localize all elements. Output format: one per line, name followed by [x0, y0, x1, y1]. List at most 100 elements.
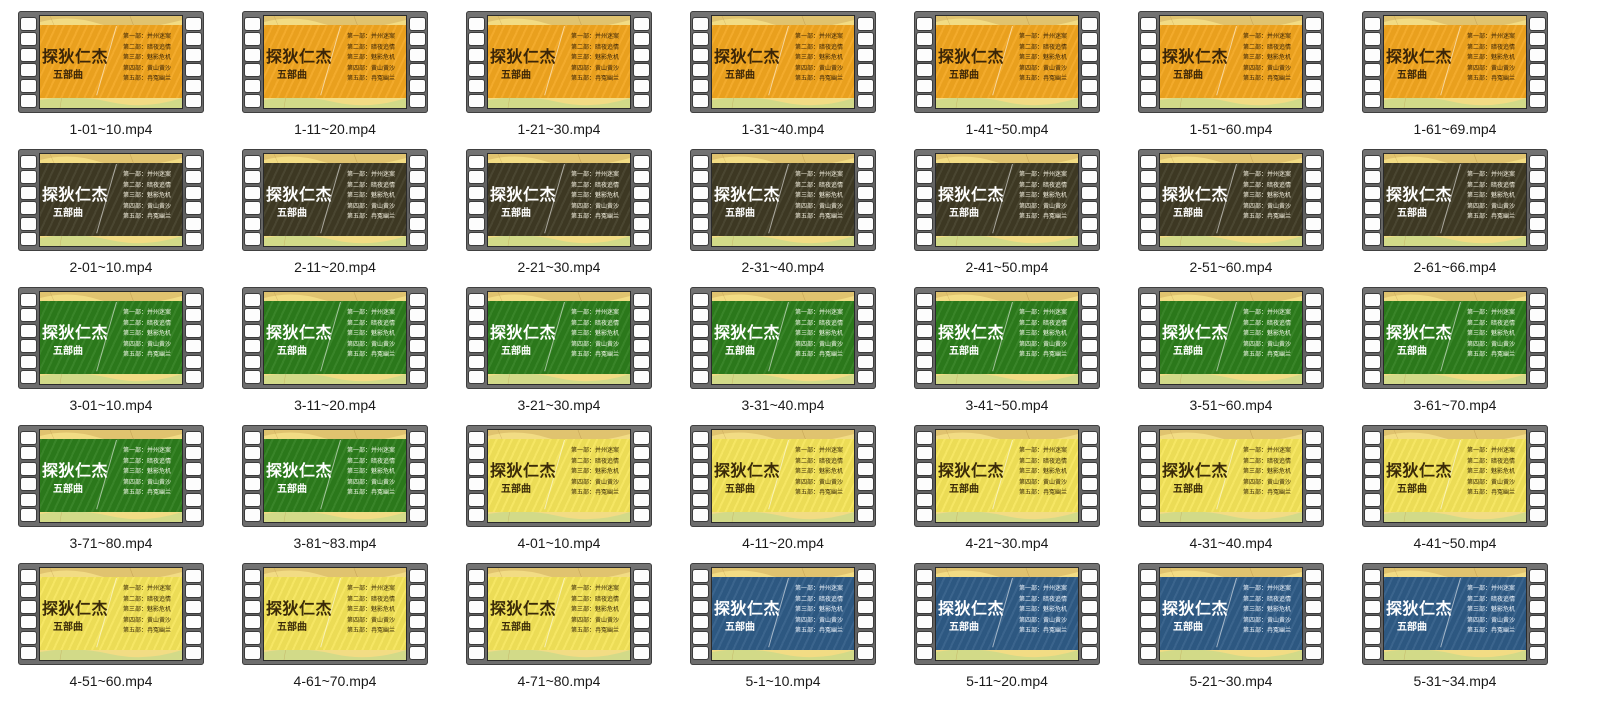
title-band	[488, 577, 630, 650]
part-line: 第三部：魅影危机	[1467, 606, 1516, 613]
video-file-item[interactable]: 探狄仁杰 五部曲 第一部：并州迷案 第二部：暗夜追情 第三部：魅影危机 第四部：…	[466, 8, 690, 146]
file-name-label[interactable]: 1-61~69.mp4	[1413, 121, 1497, 137]
video-file-item[interactable]: 探狄仁杰 五部曲 第一部：并州迷案 第二部：暗夜追情 第三部：魅影危机 第四部：…	[466, 422, 690, 560]
video-file-item[interactable]: 探狄仁杰 五部曲 第一部：并州迷案 第二部：暗夜追情 第三部：魅影危机 第四部：…	[242, 560, 466, 698]
file-name-label[interactable]: 4-31~40.mp4	[1189, 535, 1273, 551]
video-thumbnail: 探狄仁杰 五部曲 第一部：并州迷案 第二部：暗夜追情 第三部：魅影危机 第四部：…	[1362, 287, 1548, 389]
thumbnail-frame: 探狄仁杰 五部曲 第一部：并州迷案 第二部：暗夜追情 第三部：魅影危机 第四部：…	[264, 568, 406, 660]
file-name-label[interactable]: 1-41~50.mp4	[965, 121, 1049, 137]
video-file-item[interactable]: 探狄仁杰 五部曲 第一部：并州迷案 第二部：暗夜追情 第三部：魅影危机 第四部：…	[1138, 422, 1362, 560]
video-file-item[interactable]: 探狄仁杰 五部曲 第一部：并州迷案 第二部：暗夜追情 第三部：魅影危机 第四部：…	[18, 146, 242, 284]
file-name-label[interactable]: 4-51~60.mp4	[69, 673, 153, 689]
file-name-label[interactable]: 4-01~10.mp4	[517, 535, 601, 551]
thumbnail-frame: 探狄仁杰 五部曲 第一部：并州迷案 第二部：暗夜追情 第三部：魅影危机 第四部：…	[1384, 430, 1526, 522]
file-name-label[interactable]: 4-41~50.mp4	[1413, 535, 1497, 551]
video-file-item[interactable]: 探狄仁杰 五部曲 第一部：并州迷案 第二部：暗夜追情 第三部：魅影危机 第四部：…	[914, 284, 1138, 422]
file-name-label[interactable]: 3-61~70.mp4	[1413, 397, 1497, 413]
part-line: 第一部：并州迷案	[1467, 33, 1516, 40]
video-file-item[interactable]: 探狄仁杰 五部曲 第一部：并州迷案 第二部：暗夜追情 第三部：魅影危机 第四部：…	[242, 8, 466, 146]
film-strip-right	[410, 570, 425, 659]
part-line: 第四部：黄山黄沙	[1243, 478, 1292, 486]
video-file-item[interactable]: 探狄仁杰 五部曲 第一部：并州迷案 第二部：暗夜追情 第三部：魅影危机 第四部：…	[914, 422, 1138, 560]
title-band	[40, 439, 182, 512]
video-file-item[interactable]: 探狄仁杰 五部曲 第一部：并州迷案 第二部：暗夜追情 第三部：魅影危机 第四部：…	[466, 146, 690, 284]
video-file-item[interactable]: 探狄仁杰 五部曲 第一部：并州迷案 第二部：暗夜追情 第三部：魅影危机 第四部：…	[18, 560, 242, 698]
file-name-label[interactable]: 2-51~60.mp4	[1189, 259, 1273, 275]
video-file-item[interactable]: 探狄仁杰 五部曲 第一部：并州迷案 第二部：暗夜追情 第三部：魅影危机 第四部：…	[466, 284, 690, 422]
video-file-item[interactable]: 探狄仁杰 五部曲 第一部：并州迷案 第二部：暗夜追情 第三部：魅影危机 第四部：…	[1138, 284, 1362, 422]
video-file-item[interactable]: 探狄仁杰 五部曲 第一部：并州迷案 第二部：暗夜追情 第三部：魅影危机 第四部：…	[1138, 146, 1362, 284]
video-file-item[interactable]: 探狄仁杰 五部曲 第一部：并州迷案 第二部：暗夜追情 第三部：魅影危机 第四部：…	[690, 146, 914, 284]
video-file-item[interactable]: 探狄仁杰 五部曲 第一部：并州迷案 第二部：暗夜追情 第三部：魅影危机 第四部：…	[1362, 422, 1586, 560]
file-name-label[interactable]: 2-41~50.mp4	[965, 259, 1049, 275]
file-name-label[interactable]: 1-21~30.mp4	[517, 121, 601, 137]
thumbnail-title: 探狄仁杰	[42, 47, 109, 66]
file-name-label[interactable]: 4-61~70.mp4	[293, 673, 377, 689]
video-file-item[interactable]: 探狄仁杰 五部曲 第一部：并州迷案 第二部：暗夜追情 第三部：魅影危机 第四部：…	[18, 8, 242, 146]
video-thumbnail: 探狄仁杰 五部曲 第一部：并州迷案 第二部：暗夜追情 第三部：魅影危机 第四部：…	[18, 287, 204, 389]
video-file-item[interactable]: 探狄仁杰 五部曲 第一部：并州迷案 第二部：暗夜追情 第三部：魅影危机 第四部：…	[1138, 560, 1362, 698]
film-strip-left	[469, 294, 484, 383]
part-line: 第二部：暗夜追情	[347, 319, 396, 327]
file-name-label[interactable]: 1-01~10.mp4	[69, 121, 153, 137]
file-name-label[interactable]: 1-11~20.mp4	[294, 121, 376, 137]
file-name-label[interactable]: 3-41~50.mp4	[965, 397, 1049, 413]
video-file-item[interactable]: 探狄仁杰 五部曲 第一部：并州迷案 第二部：暗夜追情 第三部：魅影危机 第四部：…	[690, 284, 914, 422]
title-band	[936, 301, 1078, 374]
file-name-label[interactable]: 3-31~40.mp4	[741, 397, 825, 413]
video-file-item[interactable]: 探狄仁杰 五部曲 第一部：并州迷案 第二部：暗夜追情 第三部：魅影危机 第四部：…	[18, 422, 242, 560]
video-file-item[interactable]: 探狄仁杰 五部曲 第一部：并州迷案 第二部：暗夜追情 第三部：魅影危机 第四部：…	[914, 560, 1138, 698]
video-file-item[interactable]: 探狄仁杰 五部曲 第一部：并州迷案 第二部：暗夜追情 第三部：魅影危机 第四部：…	[1362, 8, 1586, 146]
part-list: 第一部：并州迷案 第二部：暗夜追情 第三部：魅影危机 第四部：黄山黄沙 第五部：…	[795, 446, 853, 499]
file-name-label[interactable]: 1-31~40.mp4	[741, 121, 825, 137]
file-name-label[interactable]: 2-61~66.mp4	[1413, 259, 1497, 275]
part-line: 第四部：黄山黄沙	[123, 616, 172, 624]
file-name-label[interactable]: 4-71~80.mp4	[517, 673, 601, 689]
thumbnail-subtitle: 五部曲	[53, 484, 83, 495]
file-name-label[interactable]: 1-51~60.mp4	[1189, 121, 1273, 137]
file-name-label[interactable]: 4-21~30.mp4	[965, 535, 1049, 551]
video-file-item[interactable]: 探狄仁杰 五部曲 第一部：并州迷案 第二部：暗夜追情 第三部：魅影危机 第四部：…	[1138, 8, 1362, 146]
video-file-item[interactable]: 探狄仁杰 五部曲 第一部：并州迷案 第二部：暗夜追情 第三部：魅影危机 第四部：…	[914, 146, 1138, 284]
video-thumbnail: 探狄仁杰 五部曲 第一部：并州迷案 第二部：暗夜追情 第三部：魅影危机 第四部：…	[466, 425, 652, 527]
video-file-item[interactable]: 探狄仁杰 五部曲 第一部：并州迷案 第二部：暗夜追情 第三部：魅影危机 第四部：…	[1362, 284, 1586, 422]
part-line: 第二部：暗夜追情	[347, 457, 396, 465]
title-band	[264, 301, 406, 374]
file-name-label[interactable]: 5-11~20.mp4	[966, 673, 1048, 689]
video-file-item[interactable]: 探狄仁杰 五部曲 第一部：并州迷案 第二部：暗夜追情 第三部：魅影危机 第四部：…	[690, 560, 914, 698]
file-name-label[interactable]: 2-21~30.mp4	[517, 259, 601, 275]
video-file-item[interactable]: 探狄仁杰 五部曲 第一部：并州迷案 第二部：暗夜追情 第三部：魅影危机 第四部：…	[242, 146, 466, 284]
file-name-label[interactable]: 3-51~60.mp4	[1189, 397, 1273, 413]
thumbnail-title: 探狄仁杰	[938, 461, 1005, 480]
video-file-item[interactable]: 探狄仁杰 五部曲 第一部：并州迷案 第二部：暗夜追情 第三部：魅影危机 第四部：…	[1362, 146, 1586, 284]
part-line: 第四部：黄山黄沙	[795, 478, 844, 486]
thumbnail-frame: 探狄仁杰 五部曲 第一部：并州迷案 第二部：暗夜追情 第三部：魅影危机 第四部：…	[40, 292, 182, 384]
video-file-item[interactable]: 探狄仁杰 五部曲 第一部：并州迷案 第二部：暗夜追情 第三部：魅影危机 第四部：…	[466, 560, 690, 698]
file-name-label[interactable]: 3-11~20.mp4	[294, 397, 376, 413]
file-name-label[interactable]: 3-81~83.mp4	[293, 535, 377, 551]
part-line: 第二部：暗夜追情	[1243, 319, 1292, 327]
video-thumbnail: 探狄仁杰 五部曲 第一部：并州迷案 第二部：暗夜追情 第三部：魅影危机 第四部：…	[1362, 563, 1548, 665]
video-file-item[interactable]: 探狄仁杰 五部曲 第一部：并州迷案 第二部：暗夜追情 第三部：魅影危机 第四部：…	[18, 284, 242, 422]
video-file-item[interactable]: 探狄仁杰 五部曲 第一部：并州迷案 第二部：暗夜追情 第三部：魅影危机 第四部：…	[1362, 560, 1586, 698]
film-strip-right	[634, 432, 649, 521]
file-name-label[interactable]: 5-21~30.mp4	[1189, 673, 1273, 689]
video-thumbnail: 探狄仁杰 五部曲 第一部：并州迷案 第二部：暗夜追情 第三部：魅影危机 第四部：…	[18, 149, 204, 251]
file-name-label[interactable]: 3-71~80.mp4	[69, 535, 153, 551]
video-file-item[interactable]: 探狄仁杰 五部曲 第一部：并州迷案 第二部：暗夜追情 第三部：魅影危机 第四部：…	[690, 8, 914, 146]
file-name-label[interactable]: 3-01~10.mp4	[69, 397, 153, 413]
video-file-item[interactable]: 探狄仁杰 五部曲 第一部：并州迷案 第二部：暗夜追情 第三部：魅影危机 第四部：…	[242, 422, 466, 560]
file-name-label[interactable]: 3-21~30.mp4	[517, 397, 601, 413]
video-file-item[interactable]: 探狄仁杰 五部曲 第一部：并州迷案 第二部：暗夜追情 第三部：魅影危机 第四部：…	[242, 284, 466, 422]
part-list: 第一部：并州迷案 第二部：暗夜追情 第三部：魅影危机 第四部：黄山黄沙 第五部：…	[1467, 32, 1525, 85]
file-name-label[interactable]: 4-11~20.mp4	[742, 535, 824, 551]
video-file-item[interactable]: 探狄仁杰 五部曲 第一部：并州迷案 第二部：暗夜追情 第三部：魅影危机 第四部：…	[690, 422, 914, 560]
video-file-item[interactable]: 探狄仁杰 五部曲 第一部：并州迷案 第二部：暗夜追情 第三部：魅影危机 第四部：…	[914, 8, 1138, 146]
file-name-label[interactable]: 2-11~20.mp4	[294, 259, 376, 275]
file-name-label[interactable]: 2-31~40.mp4	[741, 259, 825, 275]
file-name-label[interactable]: 5-1~10.mp4	[745, 673, 821, 689]
file-name-label[interactable]: 5-31~34.mp4	[1413, 673, 1497, 689]
file-name-label[interactable]: 2-01~10.mp4	[69, 259, 153, 275]
video-thumbnail: 探狄仁杰 五部曲 第一部：并州迷案 第二部：暗夜追情 第三部：魅影危机 第四部：…	[466, 11, 652, 113]
thumbnail-subtitle: 五部曲	[725, 208, 755, 219]
